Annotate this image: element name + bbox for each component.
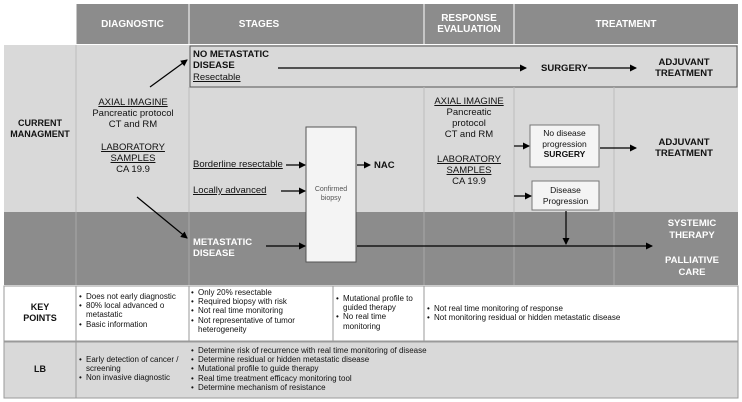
header-treatment: TREATMENT (595, 19, 657, 30)
response-laboratory: LABORATORY SAMPLES CA 19.9 (437, 154, 501, 187)
header-stages: STAGES (238, 19, 280, 30)
list-item: Not real time monitoring (191, 306, 331, 315)
list-item: Not representative of tumor heterogeneit… (191, 316, 331, 334)
key-points-diagnostic: Does not early diagnostic 80% local adva… (79, 292, 187, 329)
list-item: Required biopsy with risk (191, 297, 331, 306)
list-item: Does not early diagnostic (79, 292, 187, 301)
no-metastatic-box (189, 45, 738, 88)
lb-stages: Determine risk of recurrence with real t… (191, 346, 731, 392)
row-label-lb: LB (34, 364, 46, 374)
list-item: Determine risk of recurrence with real t… (191, 346, 731, 355)
list-item: Real time treatment efficacy monitoring … (191, 374, 731, 383)
treatment-no-progression: No disease progression SURGERY (542, 128, 587, 159)
list-item: Mutational profile to guided therapy (336, 294, 422, 312)
treatment-systemic-therapy: SYSTEMIC THERAPY (667, 218, 717, 241)
list-item: Basic information (79, 320, 187, 329)
arrow-diagnostic-to-meta (136, 196, 188, 239)
progression-box (531, 180, 600, 211)
treatment-adjuvant-1: ADJUVANT TREATMENT (655, 57, 713, 79)
metastatic-band (4, 212, 738, 285)
lb-diagnostic: Early detection of cancer / screening No… (79, 355, 187, 383)
arrow-diagnostic-to-nometa (149, 59, 188, 88)
diagnostic-laboratory: LABORATORY SAMPLES CA 19.9 (101, 142, 165, 175)
list-item: 80% local advanced o metastatic (79, 301, 187, 319)
confirmed-biopsy-box (305, 126, 357, 263)
header-response-evaluation: RESPONSE EVALUATION (437, 13, 501, 35)
row-label-key-points: KEY POINTS (23, 302, 57, 323)
list-item: Determine residual or hidden metastatic … (191, 355, 731, 364)
treatment-progression: Disease Progression (542, 185, 589, 206)
diagnostic-imaging: AXIAL IMAGINE Pancreatic protocol CT and… (92, 97, 174, 130)
key-points-stages: Only 20% resectable Required biopsy with… (191, 288, 331, 334)
header-band (76, 4, 738, 44)
stage-resectable: Resectable (193, 72, 241, 83)
treatment-adjuvant-2: ADJUVANT TREATMENT (655, 137, 713, 159)
response-imaging: AXIAL IMAGINE Pancreatic protocol CT and… (434, 96, 504, 140)
list-item: Non invasive diagnostic (79, 373, 187, 382)
treatment-surgery: SURGERY (541, 63, 588, 74)
stage-locally-advanced: Locally advanced (193, 185, 267, 196)
list-item: Determine mechanism of resistance (191, 383, 731, 392)
list-item: Only 20% resectable (191, 288, 331, 297)
stage-metastatic: METASTATIC DISEASE (193, 237, 253, 259)
stage-no-metastatic: NO METASTATIC DISEASE (193, 49, 269, 71)
key-points-nac: Mutational profile to guided therapy No … (336, 294, 422, 331)
key-points-response: Not real time monitoring of response Not… (427, 304, 727, 323)
treatment-palliative-care: PALLIATIVE CARE (664, 255, 719, 278)
list-item: No real time monitoring (336, 312, 422, 330)
stage-nac: NAC (374, 160, 395, 171)
list-item: Mutational profile to guide therapy (191, 364, 731, 373)
list-item: Not monitoring residual or hidden metast… (427, 313, 727, 322)
no-progression-box (529, 124, 600, 168)
header-diagnostic: DIAGNOSTIC (101, 19, 164, 30)
list-item: Not real time monitoring of response (427, 304, 727, 313)
current-panel (4, 45, 738, 212)
row-label-current-management: CURRENT MANAGMENT (10, 118, 70, 139)
list-item: Early detection of cancer / screening (79, 355, 187, 373)
stage-borderline-resectable: Borderline resectable (193, 159, 283, 170)
confirmed-biopsy-label: Confirmed biopsy (314, 186, 348, 202)
